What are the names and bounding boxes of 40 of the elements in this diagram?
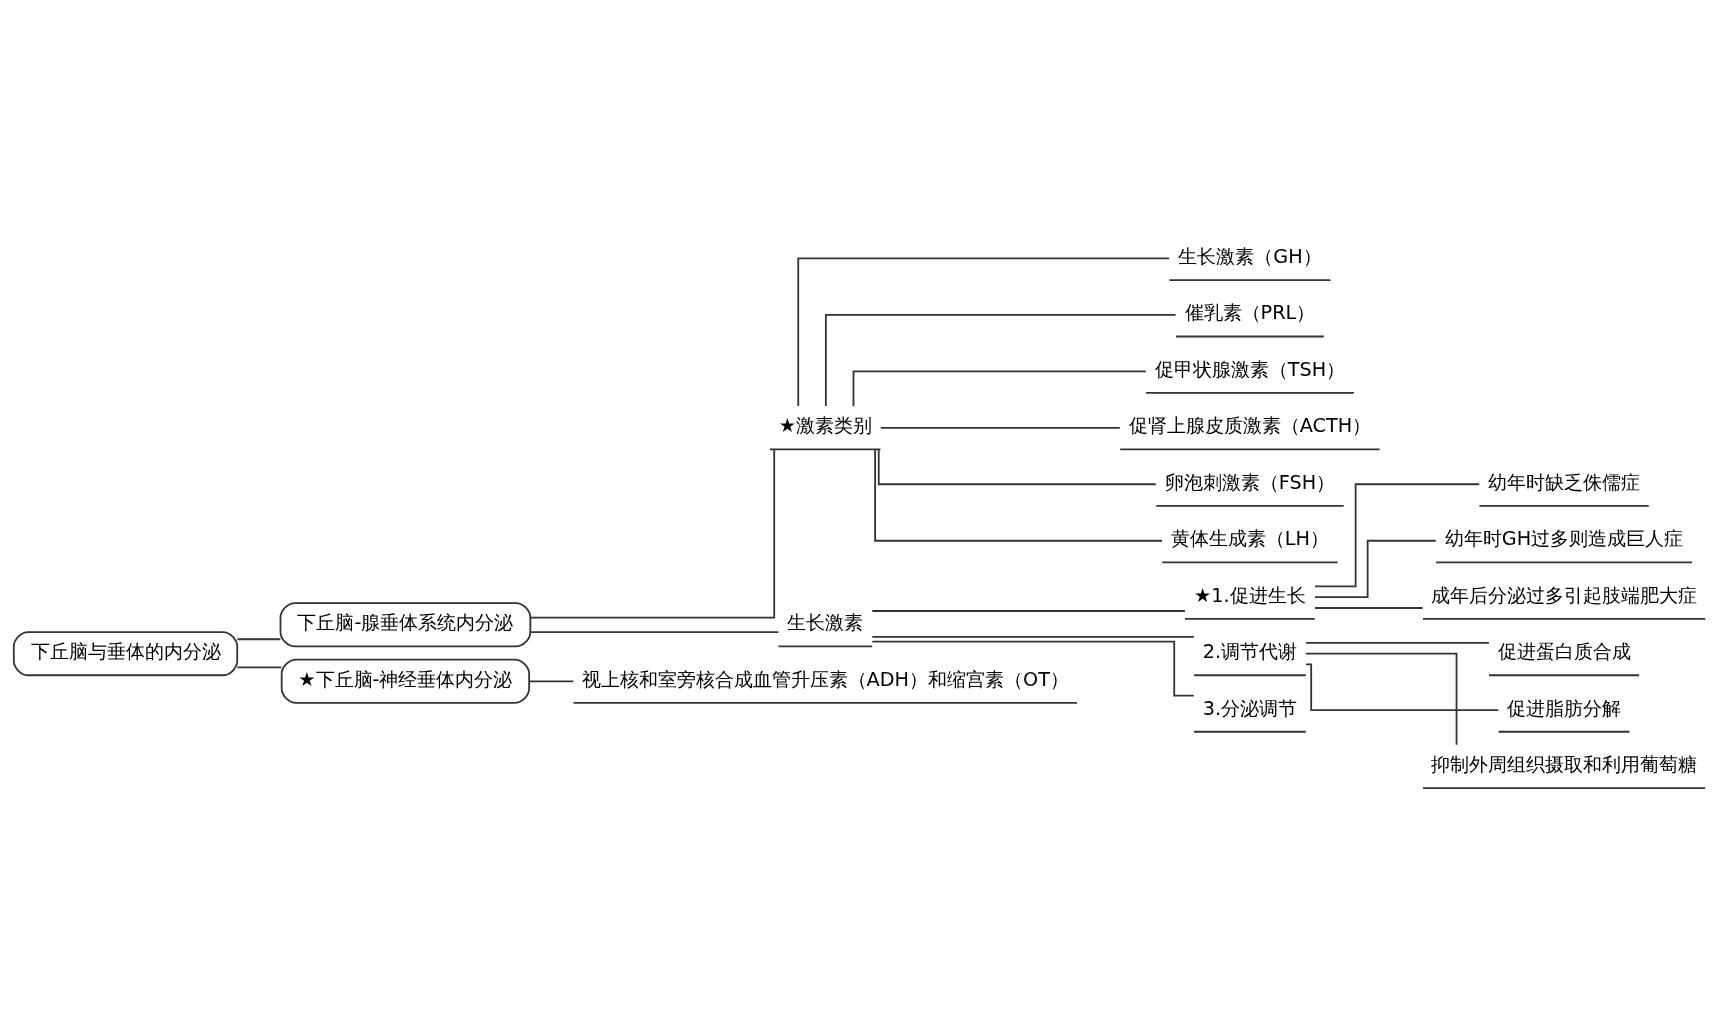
connector [879, 426, 1121, 429]
node-text: 幼年时缺乏侏儒症 [1488, 470, 1641, 494]
node-box: 下丘脑与垂体的内分泌 [12, 630, 239, 676]
connector [877, 448, 1157, 485]
node-box: 下丘脑-腺垂体系统内分泌 [279, 601, 532, 647]
node-text: 催乳素（PRL） [1184, 300, 1316, 324]
connector [528, 679, 575, 682]
node-text: 3.分泌调节 [1202, 696, 1298, 720]
node-text: 促进蛋白质合成 [1497, 639, 1631, 663]
connector [1314, 539, 1437, 598]
connector [852, 369, 1147, 407]
connector [1314, 606, 1424, 609]
connector [1314, 482, 1481, 587]
node-text: 生长激素 [787, 610, 864, 634]
node-text: 促肾上腺皮质激素（ACTH） [1128, 413, 1372, 437]
connector [824, 313, 1177, 407]
connector [236, 666, 283, 668]
node-text: 卵泡刺激素（FSH） [1164, 470, 1336, 494]
node-text: ★激素类别 [778, 413, 872, 437]
connector [871, 635, 1195, 638]
node-text: 成年后分泌过多引起肢端肥大症 [1431, 583, 1698, 607]
connector [529, 630, 780, 633]
node-text: 抑制外周组织摄取和利用葡萄糖 [1431, 752, 1698, 776]
connector [797, 257, 1171, 407]
connector [1304, 652, 1458, 746]
node-text: 促甲状腺激素（TSH） [1154, 357, 1346, 381]
node-text: 幼年时GH过多则造成巨人症 [1444, 526, 1684, 550]
node-text: 2.调节代谢 [1202, 639, 1298, 663]
connector [236, 637, 282, 640]
connector [1305, 663, 1500, 711]
node-text: ★1.促进生长 [1194, 583, 1306, 607]
node-box: ★下丘脑-神经垂体内分泌 [280, 658, 531, 704]
node-text: 黄体生成素（LH） [1170, 526, 1329, 550]
node-text: 视上核和室旁核合成血管升压素（ADH）和缩宫素（OT） [581, 667, 1069, 691]
connector [874, 448, 1163, 542]
connector [871, 609, 1186, 612]
node-text: 生长激素（GH） [1178, 244, 1322, 268]
node-text: 促进脂肪分解 [1507, 696, 1622, 720]
connector [529, 448, 776, 618]
connector [1305, 641, 1490, 644]
